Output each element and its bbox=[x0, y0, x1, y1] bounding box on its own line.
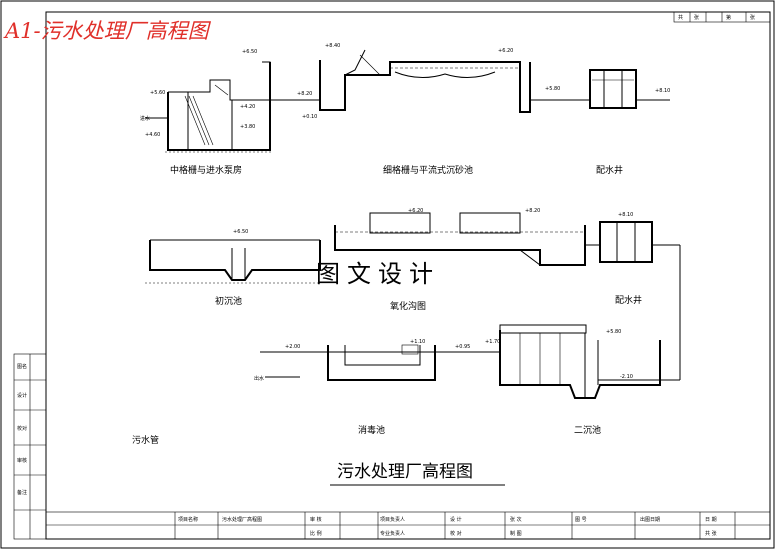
svg-text:出图日期: 出图日期 bbox=[640, 516, 660, 523]
svg-text:项目负责人: 项目负责人 bbox=[380, 516, 405, 523]
unit-label-distribution-well-1: 配水井 bbox=[596, 164, 623, 176]
bottom-title-block: 项目名称 污水处理厂高程图 审 核 项目负责人 设 计 张 次 图 号 出图日期… bbox=[45, 511, 771, 540]
sewer-pipe-label: 污水管 bbox=[132, 434, 159, 446]
secondary-clarifier bbox=[499, 324, 661, 399]
svg-text:张 次: 张 次 bbox=[510, 516, 522, 523]
elev-label: +6.50 bbox=[242, 49, 257, 55]
svg-text:污水处理厂高程图: 污水处理厂高程图 bbox=[222, 516, 262, 523]
inlet-label: 进水 bbox=[140, 115, 150, 122]
svg-text:校对: 校对 bbox=[17, 425, 27, 432]
outlet-label: 出水 bbox=[254, 375, 264, 382]
elev-label: +1.10 bbox=[410, 339, 425, 345]
svg-text:共 张: 共 张 bbox=[705, 530, 717, 537]
svg-text:专业负责人: 专业负责人 bbox=[380, 530, 405, 537]
unit-label-secondary-clarifier: 二沉池 bbox=[574, 424, 601, 436]
page-headline: A1-污水处理厂高程图 bbox=[3, 19, 212, 43]
distribution-well-2 bbox=[598, 221, 681, 381]
elev-label: +8.20 bbox=[297, 91, 312, 97]
elev-label: +0.95 bbox=[455, 344, 470, 350]
svg-text:制 图: 制 图 bbox=[510, 530, 522, 537]
coarse-screen-pump-house bbox=[145, 61, 300, 153]
unit-label-primary-clarifier: 初沉池 bbox=[215, 295, 242, 307]
elev-label: +6.20 bbox=[498, 48, 513, 54]
elev-label: +3.80 bbox=[240, 124, 255, 130]
disinfection-tank bbox=[260, 344, 500, 381]
unit-label-coarse-screen: 中格栅与进水泵房 bbox=[170, 164, 242, 176]
primary-clarifier bbox=[145, 239, 321, 284]
oxidation-ditch bbox=[334, 212, 600, 266]
elev-label: +4.60 bbox=[145, 132, 160, 138]
svg-text:备注: 备注 bbox=[17, 489, 27, 496]
side-title-block: 图名 设计 校对 审核 备注 bbox=[13, 353, 47, 540]
elev-label: +1.70 bbox=[485, 339, 500, 345]
svg-text:审核: 审核 bbox=[17, 457, 27, 464]
svg-text:张: 张 bbox=[694, 14, 699, 21]
unit-label-fine-screen: 细格栅与平流式沉砂池 bbox=[383, 164, 473, 176]
unit-label-disinfection-tank: 消毒池 bbox=[358, 424, 385, 436]
corner-title-block: 共 张 第 张 bbox=[673, 11, 771, 23]
watermark: 图文设计 bbox=[316, 260, 440, 288]
svg-text:校 对: 校 对 bbox=[450, 530, 462, 537]
elev-label: +2.00 bbox=[285, 344, 300, 350]
svg-text:图 号: 图 号 bbox=[575, 517, 587, 523]
elev-label: +0.10 bbox=[302, 114, 317, 120]
elev-label: +5.80 bbox=[606, 329, 621, 335]
svg-text:图名: 图名 bbox=[17, 363, 27, 370]
unit-label-distribution-well-2: 配水井 bbox=[615, 294, 642, 306]
svg-text:项目名称: 项目名称 bbox=[178, 516, 198, 523]
elev-label: +8.10 bbox=[618, 212, 633, 218]
svg-text:第: 第 bbox=[726, 14, 731, 21]
unit-label-oxidation-ditch: 氧化沟图 bbox=[390, 300, 426, 312]
elev-label: +5.80 bbox=[545, 86, 560, 92]
elev-label: -2.10 bbox=[620, 374, 633, 380]
svg-text:日 期: 日 期 bbox=[705, 517, 717, 523]
drawing-title: 污水处理厂高程图 bbox=[337, 462, 473, 482]
elev-label: +8.40 bbox=[325, 43, 340, 49]
elev-label: +6.20 bbox=[408, 208, 423, 214]
elev-label: +8.20 bbox=[525, 208, 540, 214]
svg-text:比 例: 比 例 bbox=[310, 530, 322, 537]
svg-text:设计: 设计 bbox=[17, 392, 27, 399]
fine-screen-grit-chamber bbox=[300, 49, 590, 113]
elev-label: +5.60 bbox=[150, 90, 165, 96]
svg-text:设 计: 设 计 bbox=[450, 516, 462, 523]
elev-label: +6.50 bbox=[233, 229, 248, 235]
distribution-well-1 bbox=[589, 69, 670, 109]
elev-label: +8.10 bbox=[655, 88, 670, 94]
svg-text:审 核: 审 核 bbox=[310, 516, 322, 523]
elev-label: +4.20 bbox=[240, 104, 255, 110]
svg-text:共: 共 bbox=[678, 14, 683, 21]
svg-text:张: 张 bbox=[750, 14, 755, 21]
